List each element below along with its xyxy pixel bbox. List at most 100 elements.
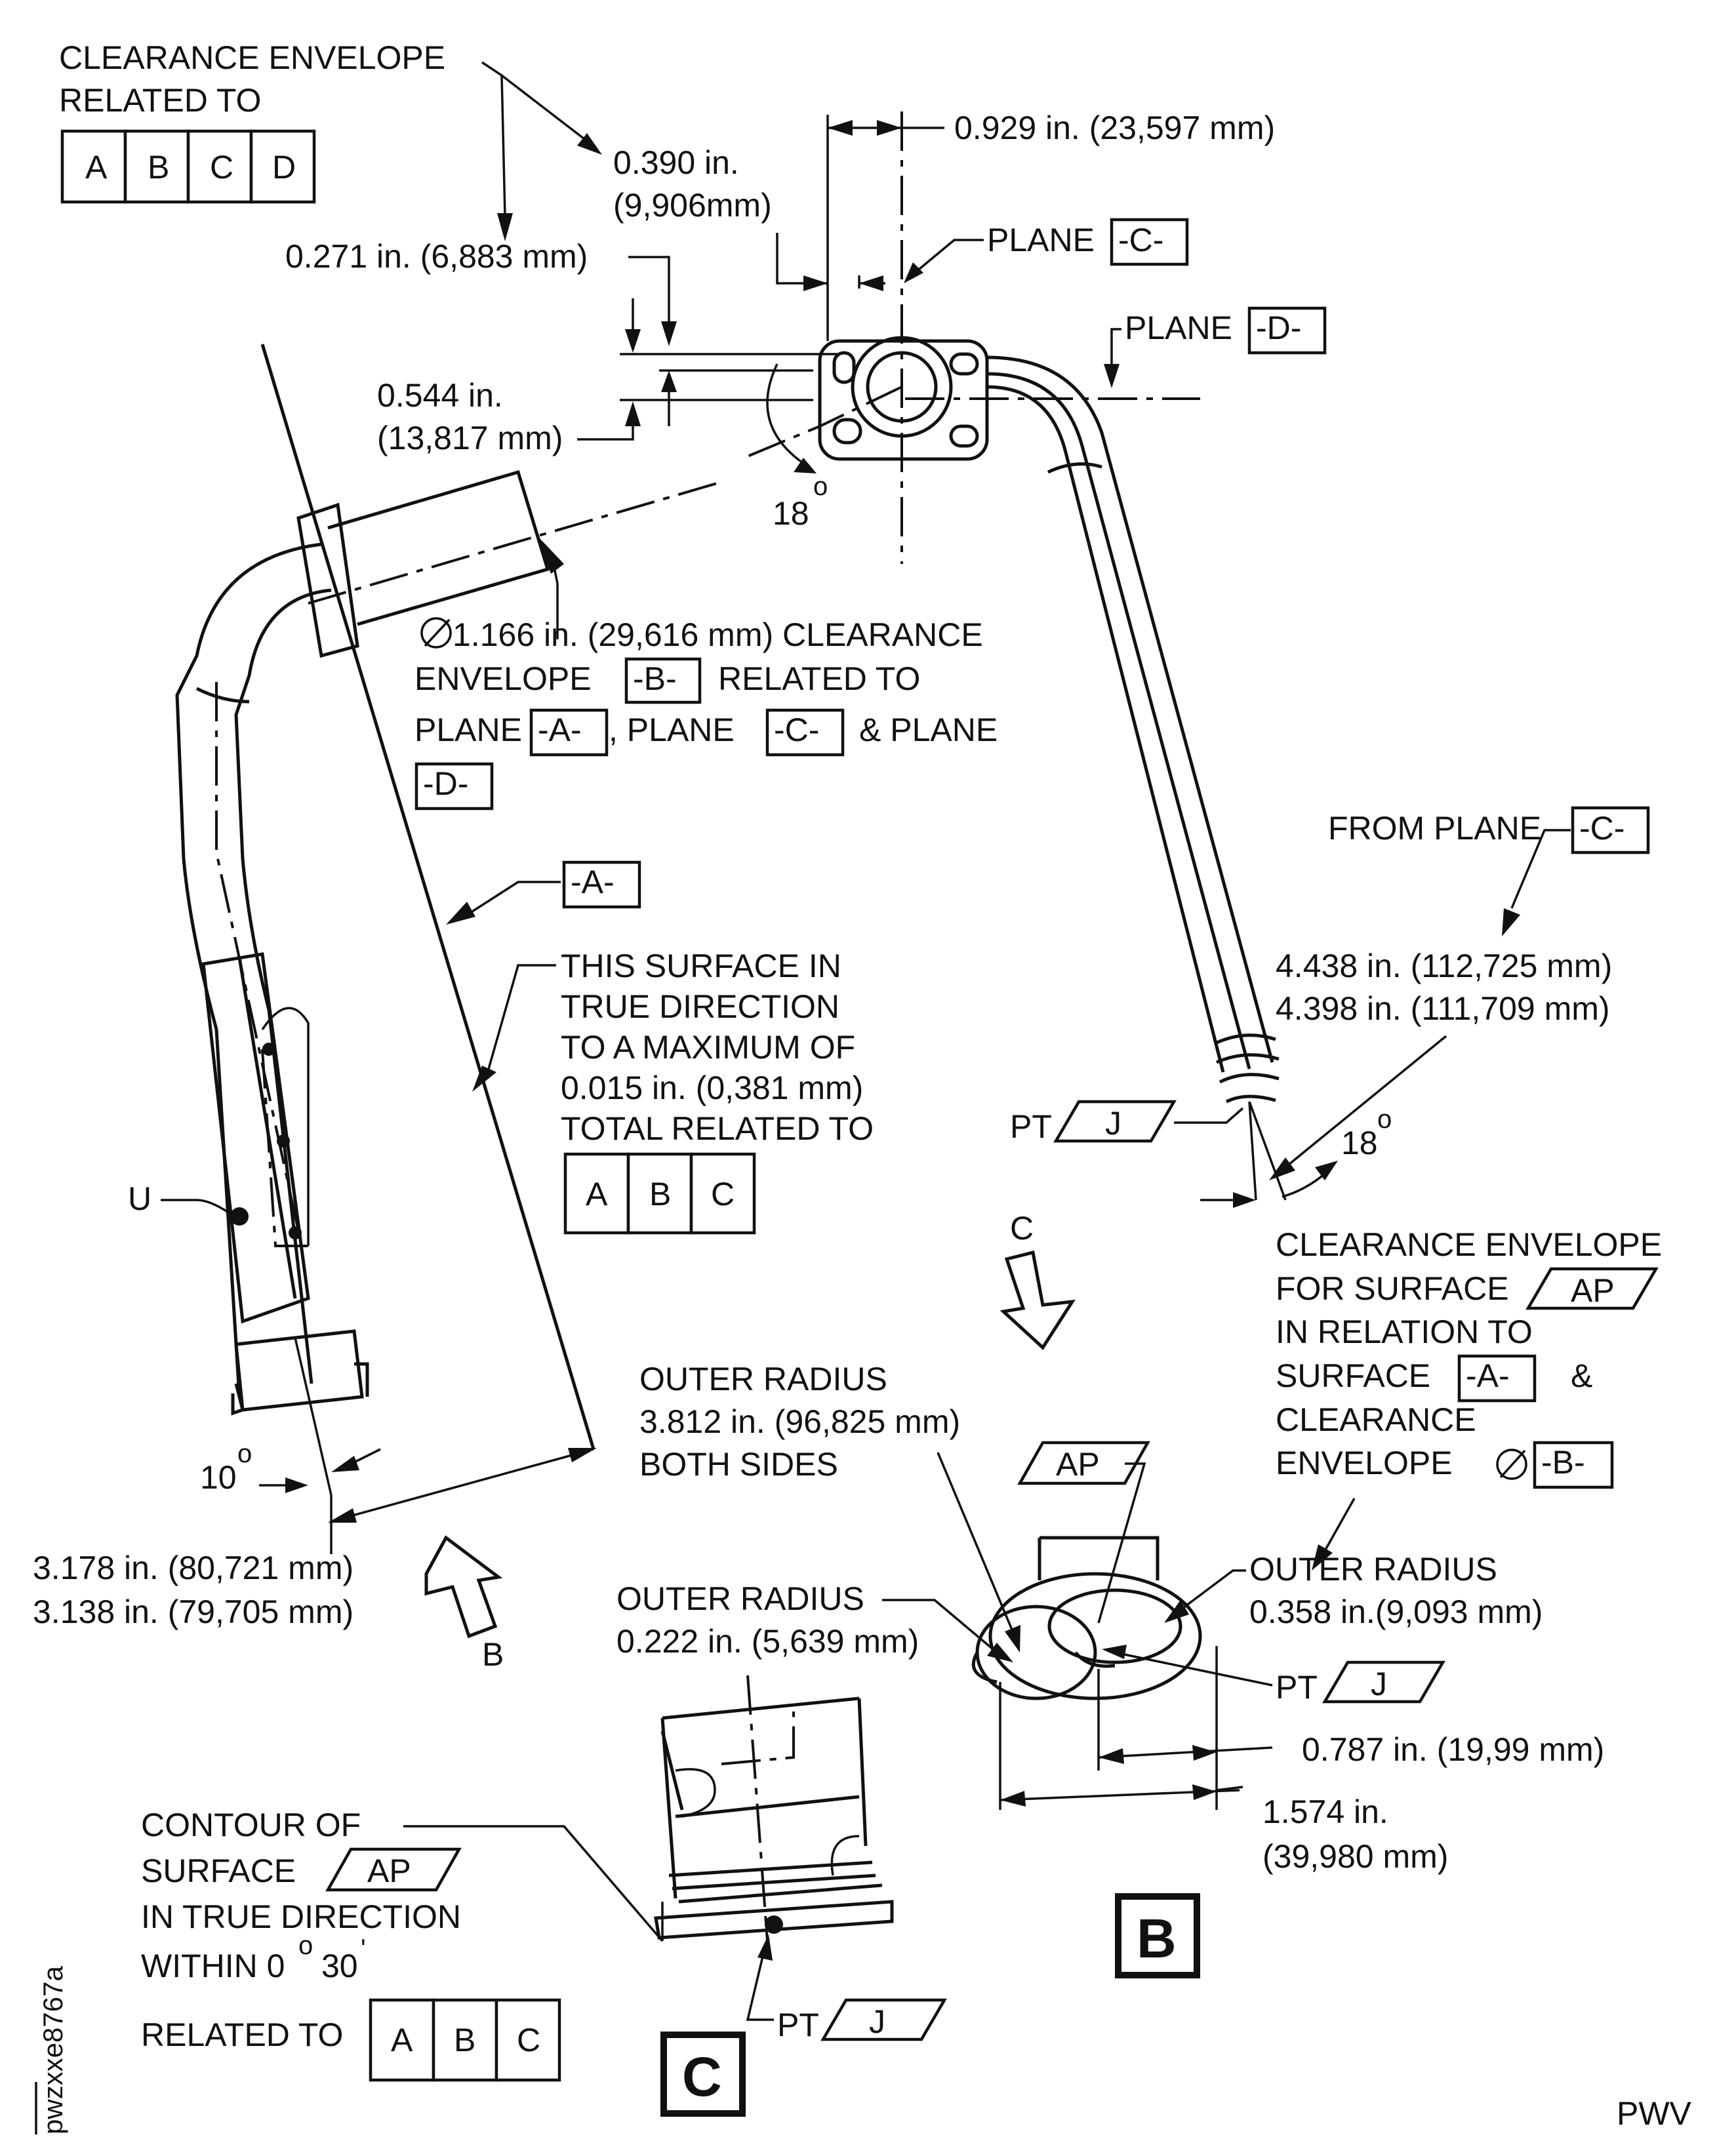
clearance-ap-line5: CLEARANCE — [1276, 1401, 1476, 1438]
clearance-ap-line6: ENVELOPE — [1276, 1445, 1453, 1481]
contour-callout: CONTOUR OF SURFACE AP IN TRUE DIRECTION … — [141, 1807, 664, 2082]
contour-line4a: WITHIN 0 — [141, 1948, 285, 1984]
u-label: U — [128, 1180, 230, 1217]
clearance-b-plane: PLANE — [414, 711, 522, 748]
angle-10-value: 10 — [200, 1459, 237, 1496]
clearance-ap-line4: SURFACE — [1276, 1357, 1430, 1394]
datum-box-c: C — [210, 149, 233, 186]
surface-note-5: TOTAL RELATED TO — [561, 1110, 874, 1147]
flange-view: 0.929 in. (23,597 mm) 0.390 in. (9,906mm… — [285, 110, 1327, 564]
view-b-arrow-letter: B — [482, 1636, 504, 1673]
datum-box-b: B — [148, 149, 169, 186]
outer-radius-0358-l1: OUTER RADIUS — [1249, 1551, 1497, 1588]
footer-pwv: PWV — [1617, 2095, 1692, 2132]
outer-radius-3812: OUTER RADIUS 3.812 in. (96,825 mm) BOTH … — [639, 1361, 1020, 1652]
pt-j-right-label: PT — [1010, 1108, 1052, 1145]
surface-note-1: THIS SURFACE IN — [561, 948, 841, 984]
bottom-datum-a: A — [391, 2022, 413, 2058]
clearance-ap-line1: CLEARANCE ENVELOPE — [1276, 1226, 1662, 1263]
dim-4438: 4.438 in. (112,725 mm) — [1276, 948, 1612, 984]
outer-radius-0222-l1: OUTER RADIUS — [616, 1580, 864, 1617]
ap-label-b-text: AP — [1056, 1446, 1100, 1483]
figure-id: pwzxxe8767a — [35, 1966, 68, 2134]
clearance-ap-amp: & — [1571, 1357, 1592, 1394]
dim-1574-mm: (39,980 mm) — [1262, 1838, 1448, 1875]
dim-0390-in: 0.390 in. — [613, 144, 739, 181]
dim-0271: 0.271 in. (6,883 mm) — [285, 238, 588, 275]
outer-radius-0358-l2: 0.358 in.(9,093 mm) — [1249, 1593, 1543, 1630]
contour-line4b: 30 — [321, 1948, 358, 1984]
dim-3178: 3.178 in. (80,721 mm) — [33, 1550, 353, 1586]
pt-j-b-label: PT — [1276, 1669, 1318, 1706]
angle-10: 10 o — [200, 1439, 381, 1496]
outer-radius-3812-l2: 3.812 in. (96,825 mm) — [639, 1403, 960, 1440]
dim-1574-in: 1.574 in. — [1262, 1793, 1388, 1830]
dim-0929: 0.929 in. (23,597 mm) — [954, 110, 1275, 146]
view-b-arrow: B — [424, 1535, 504, 1673]
figure-id-text: pwzxxe8767a — [37, 1966, 68, 2134]
clearance-b-callout: 1.166 in. (29,616 mm) CLEARANCE ENVELOPE… — [414, 538, 998, 811]
clearance-b-datum-c: -C- — [774, 711, 819, 748]
mid-datum-a: A — [586, 1176, 608, 1212]
surface-note-3: TO A MAXIMUM OF — [561, 1029, 855, 1066]
pt-j-c-label: PT — [777, 2007, 819, 2043]
clearance-b-plane3: & PLANE — [859, 711, 998, 748]
dim-3178-callout: 3.178 in. (80,721 mm) 3.138 in. (79,705 … — [33, 1448, 597, 1630]
view-c-label: C — [682, 2046, 722, 2108]
from-plane-label: FROM PLANE — [1328, 810, 1541, 847]
contour-line3: IN TRUE DIRECTION — [141, 1898, 461, 1935]
clearance-b-datum-a: -A- — [538, 711, 582, 748]
view-c-arrow-letter: C — [1010, 1210, 1034, 1247]
angle-10-deg: o — [237, 1439, 252, 1468]
pt-j-c-value: J — [869, 2003, 885, 2040]
datum-box-d: D — [272, 149, 296, 186]
clearance-b-plane2: , PLANE — [609, 711, 735, 748]
dim-4398: 4.398 in. (111,709 mm) — [1276, 990, 1610, 1027]
dim-0544-in: 0.544 in. — [377, 377, 503, 414]
clearance-ap-datum-a: -A- — [1466, 1357, 1510, 1394]
angle-18-top-deg: o — [813, 472, 828, 501]
contour-surface: AP — [367, 1853, 411, 1889]
view-b-label: B — [1137, 1908, 1177, 1969]
clearance-envelope-line1: CLEARANCE ENVELOPE — [59, 39, 445, 76]
dim-0390-mm: (9,906mm) — [613, 187, 772, 224]
plane-d-label: PLANE — [1125, 310, 1232, 346]
view-c-arrow: C — [999, 1210, 1076, 1350]
clearance-ap-surface: AP — [1571, 1272, 1615, 1309]
clearance-b-line2a: ENVELOPE — [414, 660, 592, 697]
contour-min: ' — [361, 1934, 366, 1963]
mid-datum-c: C — [711, 1176, 735, 1212]
from-plane-datum: -C- — [1579, 810, 1625, 847]
ap-label-b: AP — [1017, 1441, 1150, 1624]
clearance-ap-line3: IN RELATION TO — [1276, 1313, 1533, 1350]
clearance-envelope-top-callout: CLEARANCE ENVELOPE RELATED TO A B C D — [59, 39, 602, 241]
contour-line1: CONTOUR OF — [141, 1807, 361, 1843]
angle-18-top: 18 — [773, 495, 809, 532]
from-plane-c-callout: FROM PLANE -C- 4.438 in. (112,725 mm) 4.… — [1269, 806, 1650, 1180]
bottom-datum-b: B — [454, 2022, 475, 2058]
pt-j-b-value: J — [1371, 1666, 1387, 1702]
datum-a-flag: -A- — [446, 860, 641, 925]
datum-frame-top: A B C D — [60, 129, 316, 204]
surface-note-2: TRUE DIRECTION — [561, 988, 839, 1025]
angle-18-right-deg: o — [1377, 1105, 1392, 1134]
clearance-b-line2c: RELATED TO — [718, 660, 920, 697]
clearance-envelope-line2: RELATED TO — [59, 82, 261, 119]
angle-18-right: 18 o — [1200, 1101, 1392, 1208]
clearance-b-line1: 1.166 in. (29,616 mm) CLEARANCE — [453, 616, 983, 653]
outer-radius-3812-l3: BOTH SIDES — [639, 1446, 838, 1483]
mid-datum-b: B — [649, 1176, 671, 1212]
dim-0544-mm: (13,817 mm) — [377, 420, 563, 456]
datum-a-label: -A- — [571, 864, 615, 900]
clearance-ap-line2: FOR SURFACE — [1276, 1270, 1509, 1307]
pt-j-right: PT J — [1010, 1100, 1244, 1145]
outer-radius-3812-l1: OUTER RADIUS — [639, 1361, 887, 1397]
pt-j-right-value: J — [1105, 1105, 1121, 1142]
plane-d-datum: -D- — [1256, 310, 1301, 346]
clearance-ap-datum-b: -B- — [1541, 1444, 1585, 1481]
contour-deg: o — [298, 1931, 313, 1960]
contour-line2: SURFACE — [141, 1853, 296, 1889]
outer-radius-0222-l2: 0.222 in. (5,639 mm) — [616, 1623, 919, 1660]
plane-c-datum: -C- — [1118, 222, 1163, 258]
